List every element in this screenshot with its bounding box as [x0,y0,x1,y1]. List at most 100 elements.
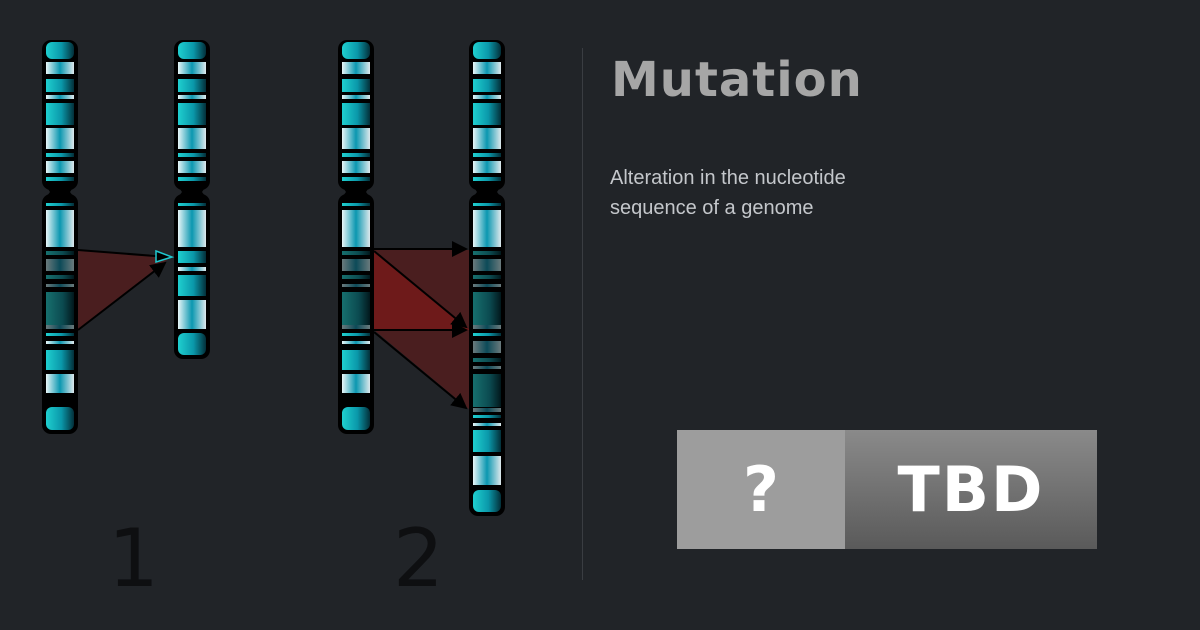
chromosome-1a-band [46,103,74,125]
chromosome-2a-band [342,350,370,370]
chromosome-2b-band [473,374,501,407]
page-title: Mutation [611,52,863,108]
chromosome-2b-band [473,284,501,287]
chromosome-1a-band [46,259,74,271]
chromosome-1a-band [46,62,74,74]
chromosome-1b-band [178,153,206,157]
chromosome-1a-band [46,42,74,59]
arrow-2d [373,331,468,410]
status-badge: ? TBD [677,430,1097,549]
chromosome-2b-band [473,275,501,279]
chromosome-2b-band [473,153,501,157]
chromosome-2b-band [473,128,501,149]
chromosome-diagram [42,40,505,516]
chromosome-2a-band [342,79,370,92]
label-example-1: 1 [108,512,159,605]
chromosome-2b-band [473,210,501,247]
chromosome-1b-band [178,42,206,59]
label-example-2: 2 [393,512,444,605]
chromosome-2b-band [473,161,501,173]
chromosome-1a-band [46,374,74,393]
chromosome-2a-band [342,210,370,247]
chromosome-1b-band [178,128,206,149]
chromosome-2b-band [473,490,501,512]
chromosome-2b-band [473,62,501,74]
chromosome-1a-centromere [44,183,76,200]
badge-tbd: TBD [845,430,1097,549]
chromosome-2a-band [342,333,370,336]
chromosome-1b-band [178,267,206,271]
chromosome-2a-band [342,177,370,181]
chromosome-1a-band [46,153,74,157]
chromosome-2b-centromere [471,183,503,200]
chromosome-1b-band [178,103,206,125]
chromosome-1a-band [46,341,74,344]
chromosome-2b-band [473,325,501,329]
chromosome-2b-band [473,366,501,369]
chromosome-2a-band [342,95,370,99]
chromosome-2a-band [342,407,370,430]
chromosome-2a-centromere [340,183,372,200]
chromosome-1a-band [46,275,74,279]
chromosome-2b-band [473,42,501,59]
chromosome-1a-band [46,333,74,336]
chromosome-2a-band [342,341,370,344]
chromosome-2a-band [342,62,370,74]
chromosome-1b-band [178,95,206,99]
chromosome-2a-band [342,161,370,173]
chromosome-1a-band [46,79,74,92]
chromosome-2a-band [342,325,370,329]
chromosome-2a-band [342,42,370,59]
chromosome-1a-band [46,350,74,370]
chromosome-2b-band [473,251,501,255]
description: Alteration in the nucleotide sequence of… [610,167,846,219]
chromosome-1b-band [178,203,206,206]
chromosome-1b-band [178,333,206,355]
arrow-line-1 [77,249,169,258]
chromosome-2a-band [342,251,370,255]
chromosome-2b-band [473,203,501,206]
chromosome-1b-band [178,79,206,92]
chromosome-2b-band [473,423,501,426]
chromosome-2b-band [473,358,501,362]
chromosome-2a-band [342,292,370,325]
chromosome-2a-band [342,374,370,393]
divider [582,48,583,580]
arrow-2b [373,250,468,329]
chromosome-2a-band [342,153,370,157]
chromosome-1a-band [46,210,74,247]
chromosome-1b-band [178,177,206,181]
chromosome-2a-band [342,203,370,206]
chromosome-2a-band [342,284,370,287]
insertion-point-marker [155,249,175,264]
chromosome-2a-band [342,259,370,271]
chromosome-1a-band [46,161,74,173]
chromosome-1b-band [178,161,206,173]
chromosome-1a-band [46,95,74,99]
chromosome-1a-band [46,325,74,329]
badge-unknown: ? [677,430,845,549]
chromosome-2b-band [473,408,501,412]
chromosome-1a-band [46,128,74,149]
translocated-region-1 [78,250,172,330]
chromosome-1b-band [178,251,206,263]
chromosome-2b-band [473,103,501,125]
chromosome-2a-band [342,128,370,149]
chromosome-2b-band [473,456,501,485]
chromosome-2b-band [473,79,501,92]
chromosome-2b-band [473,177,501,181]
chromosome-1a-band [46,203,74,206]
chromosome-2b-band [473,430,501,452]
chromosome-1b-band [178,62,206,74]
chromosome-2b-band [473,415,501,418]
chromosome-1b-centromere [176,183,208,200]
insertion-region-c [374,330,470,410]
chromosome-2b-band [473,341,501,353]
chromosome-2b-band [473,95,501,99]
chromosome-2b-band [473,292,501,325]
chromosome-2a-band [342,103,370,125]
chromosome-1a-band [46,292,74,325]
chromosome-1b-band [178,300,206,329]
chromosome-1b-band [178,275,206,296]
chromosome-2b-band [473,259,501,271]
